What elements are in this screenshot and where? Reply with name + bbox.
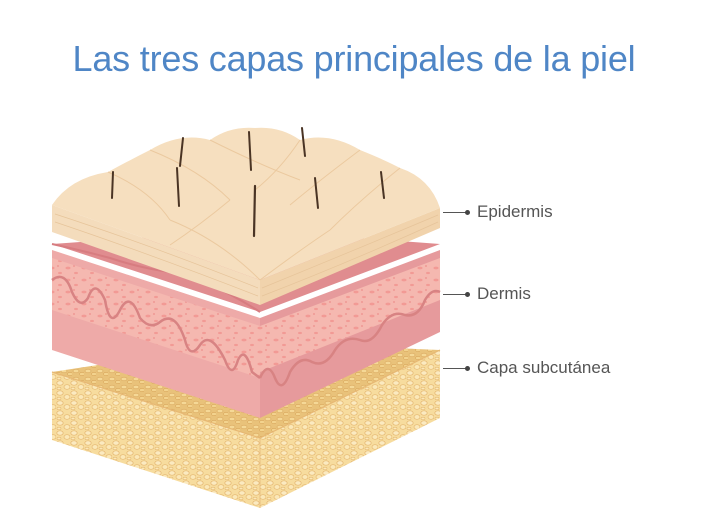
epidermis-label: Epidermis: [477, 202, 553, 221]
dermis-leader-line: [443, 294, 467, 295]
hair-icon: [111, 127, 385, 238]
epidermis-leader-dot: [465, 210, 470, 215]
subcutaneous-leader-dot: [465, 366, 470, 371]
epidermis-leader-line: [443, 212, 467, 213]
subcutaneous-label: Capa subcutánea: [477, 358, 611, 377]
subcutaneous-leader-line: [443, 368, 467, 369]
page-title: Las tres capas principales de la piel: [72, 38, 636, 79]
dermis-label: Dermis: [477, 284, 531, 303]
dermis-leader-dot: [465, 292, 470, 297]
epidermis-layer: [52, 127, 440, 305]
